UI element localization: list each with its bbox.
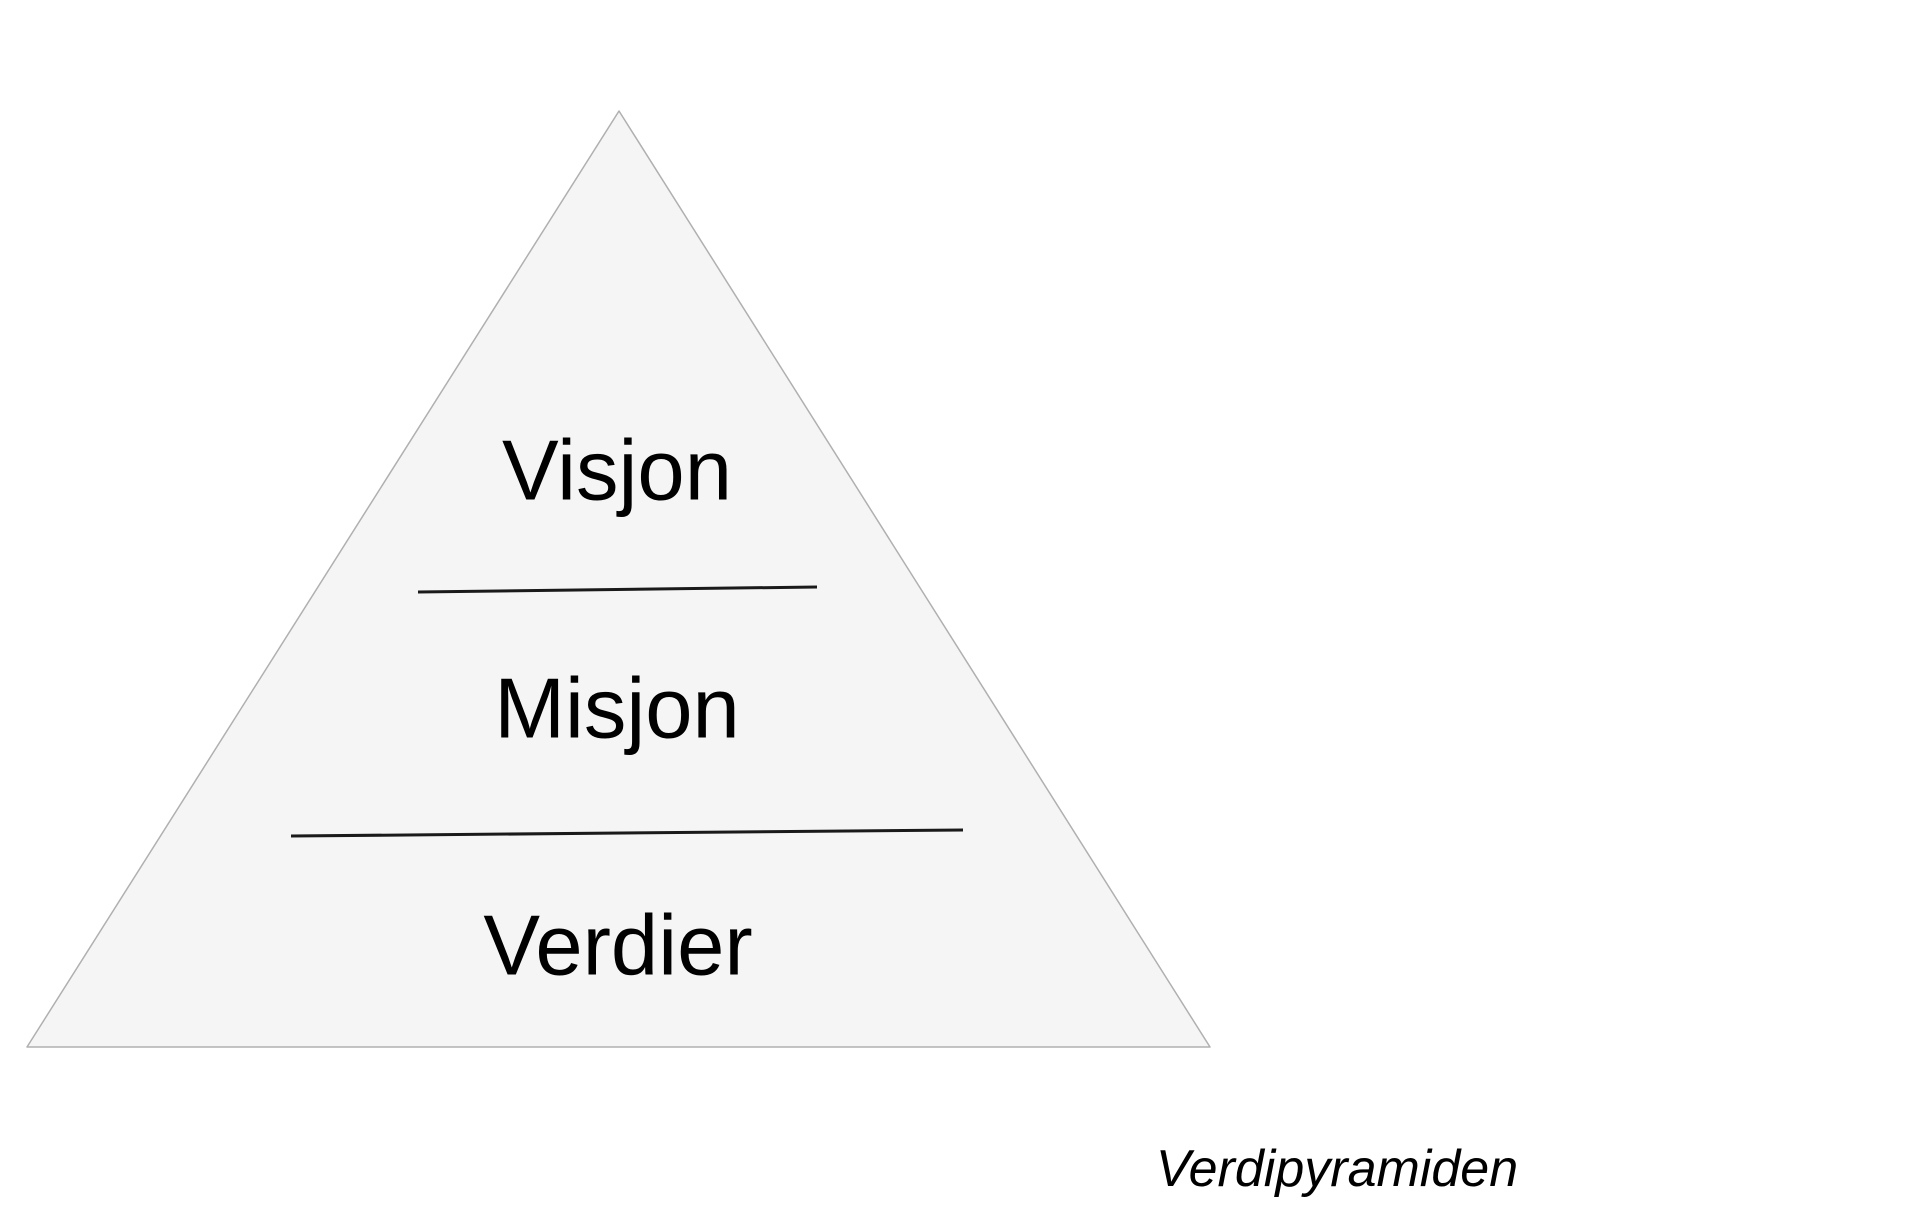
diagram-caption: Verdipyramiden bbox=[1155, 1140, 1519, 1198]
pyramid-level-label-verdier: Verdier bbox=[483, 898, 753, 994]
divider-line-misjon-verdier bbox=[290, 828, 964, 838]
pyramid-level-label-visjon: Visjon bbox=[502, 423, 732, 519]
divider-line-visjon-misjon bbox=[417, 585, 818, 594]
pyramid-level-label-misjon: Misjon bbox=[494, 661, 740, 757]
pyramid-shape bbox=[26, 110, 1211, 1048]
